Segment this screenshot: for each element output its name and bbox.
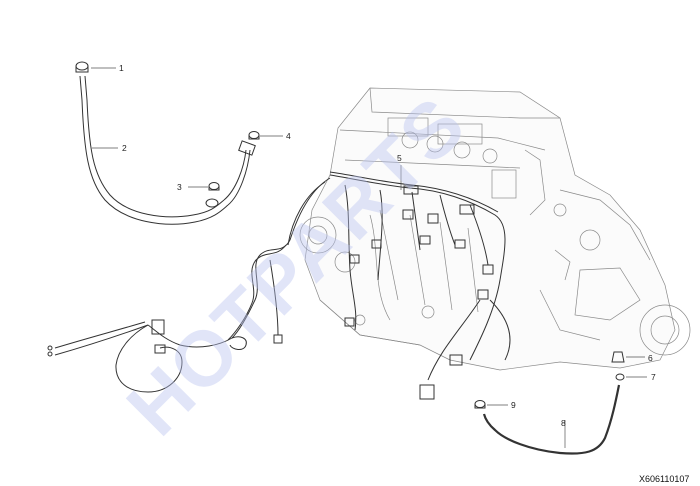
- part-6-fitting: [611, 351, 645, 363]
- callout-6: 6: [648, 353, 653, 363]
- callout-2: 2: [122, 143, 127, 153]
- drawing-code: X606110107: [639, 474, 689, 484]
- callout-7: 7: [651, 372, 656, 382]
- callout-9: 9: [511, 400, 516, 410]
- part-2-hose: [79, 75, 256, 225]
- callout-8: 8: [561, 418, 566, 428]
- part-7-washer: [615, 373, 647, 381]
- engine-harness: [287, 171, 511, 400]
- callout-4: 4: [286, 131, 291, 141]
- part-9-nut: [474, 400, 508, 409]
- lower-harness: [47, 239, 291, 393]
- part-8-pipe: [482, 384, 621, 455]
- part-3-nut: [188, 182, 220, 191]
- callout-1: 1: [119, 63, 124, 73]
- engine-assembly: [299, 87, 691, 371]
- callout-3: 3: [177, 182, 182, 192]
- part-1-grommet: [75, 61, 116, 73]
- part-4-nut: [248, 131, 283, 140]
- callout-5: 5: [397, 153, 402, 163]
